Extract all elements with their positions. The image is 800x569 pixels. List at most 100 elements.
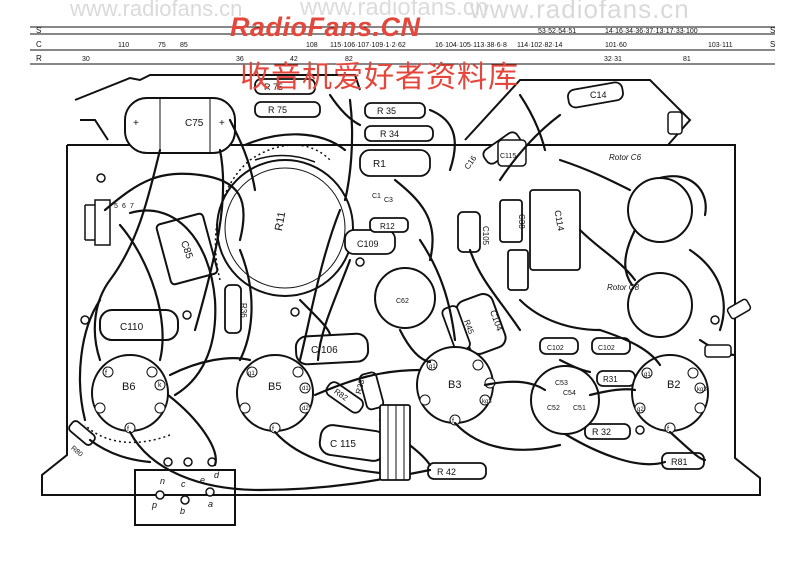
b5-pin-g1: g1 [248,371,255,377]
r81-label: R81 [671,457,688,467]
term-n: n [160,476,165,486]
row-s-item-1: 53·52·54·51 [538,28,576,35]
mounting-holes [80,173,720,435]
b3-pin-g1: g1 [429,364,436,370]
row-r-item-1: 30 [82,56,90,63]
row-c-item-7: 114·102·82·14 [517,42,563,49]
b6-pin-f: f [105,370,107,377]
c115-upper-capacitor [497,139,527,167]
c53-label: C53 [555,380,568,387]
b3-pin-kg3: kg3 [482,399,492,405]
b5-pin-d1: d1 [302,386,309,392]
r80-label: R80 [69,445,83,459]
b6-pin-f2: f [127,426,129,433]
b5-pin-d2: d2 [302,406,309,412]
term-a: a [208,499,213,509]
row-c-letter-right: S [770,40,775,49]
c1-label: C1 [372,193,381,200]
c54-label: C54 [563,390,576,397]
socket-pins [94,359,706,434]
r33-label: R33 [354,378,367,395]
row-s-item-2: 14·16·34·36·37·13·17·33·100 [605,28,698,35]
r35-label: R 35 [377,106,396,116]
r34-label: R 34 [380,129,399,139]
row-c-item-5: 115·106·107·109·1·2·62 [330,42,406,49]
b2-pin-kg3: kg3 [697,387,707,393]
c110-capacitor [99,309,179,341]
r75a-label: R 75 [264,82,283,92]
side-num-7: 7 [130,203,134,210]
row-r-letter: R [36,54,42,63]
watermark-faint-left: www.radiofans.cn [70,0,243,21]
b2-pin-g1: g1 [644,372,651,378]
scale-header [30,26,775,65]
row-s-letter: S [36,26,41,35]
row-c-item-2: 75 [158,42,166,49]
b2-pin-f: f [667,426,669,433]
r1-label: R1 [373,159,386,170]
c106-capacitor [294,332,370,366]
b5-pin-f: f [272,426,274,433]
row-c-item-6: 16·104·105·113·38·6·8 [435,42,507,49]
r36-label: R36 [239,303,248,318]
row-c-item-8: 101·60 [605,42,627,49]
c14-capacitor [567,81,624,109]
c75-plus-left: + [133,118,139,129]
side-num-5: 5 [114,203,118,210]
c115-upper-label: C115 [500,153,516,160]
c114-label: C114 [553,209,566,231]
b6-label: B6 [122,381,135,393]
r75b-label: R 75 [268,105,287,115]
c3-label: C3 [384,197,393,204]
c105-capacitor [457,211,481,253]
c106-label: C 106 [311,345,338,356]
term-b: b [180,506,185,516]
c109-label: C109 [357,239,379,249]
c85-capacitor [155,212,219,286]
c62-label: C62 [396,298,409,305]
connector-plugs [667,111,752,358]
c105-label: C105 [481,226,490,246]
r42-label: R 42 [437,467,456,477]
watermark-chinese: 收音机爱好者资料库 [240,60,519,95]
r31-label: R31 [603,375,618,384]
b2-pin-g2: g2 [637,407,644,413]
c110-label: C110 [120,322,144,333]
row-c-letter: C [36,40,42,49]
b3-label: B3 [448,379,461,391]
r12-label: R12 [380,222,395,231]
term-d: d [214,470,220,480]
c75-label: C75 [185,118,204,129]
c102-label: C102 [547,345,564,352]
row-r-item-2: 36 [236,56,244,63]
rotor-c6-label: Rotor C6 [609,153,642,162]
c16-label: C16 [463,154,479,172]
terminal-strip [155,457,217,505]
c51-label: C51 [573,405,586,412]
b6-pin-k: k [158,382,162,389]
row-c-item-3: 85 [180,42,188,49]
c102-label-b: C102 [598,345,615,352]
term-c: c [181,479,186,489]
side-num-6: 6 [122,203,126,210]
c115-lower-label: C 115 [330,439,356,450]
row-r-item-4: 82 [345,56,353,63]
term-p: p [151,500,157,510]
c102-capacitor [539,337,631,355]
row-r-item-3: 42 [290,56,298,63]
row-c-item-1: 110 [118,42,129,49]
b2-label: B2 [667,379,680,391]
watermark-faint-mid: www.radiofans.cn [300,0,489,21]
row-r-item-5: 32·31 [604,56,622,63]
c38-label: C38 [517,214,526,229]
c75-capacitor [124,97,236,154]
switch-block [379,404,411,481]
shielded-lead [84,144,331,444]
rotor-c8-label: Rotor C8 [607,283,640,292]
r32-label: R 32 [592,427,611,437]
b5-label: B5 [268,381,281,393]
row-s-letter-right: S [770,26,775,35]
r11-potentiometer [216,154,354,297]
